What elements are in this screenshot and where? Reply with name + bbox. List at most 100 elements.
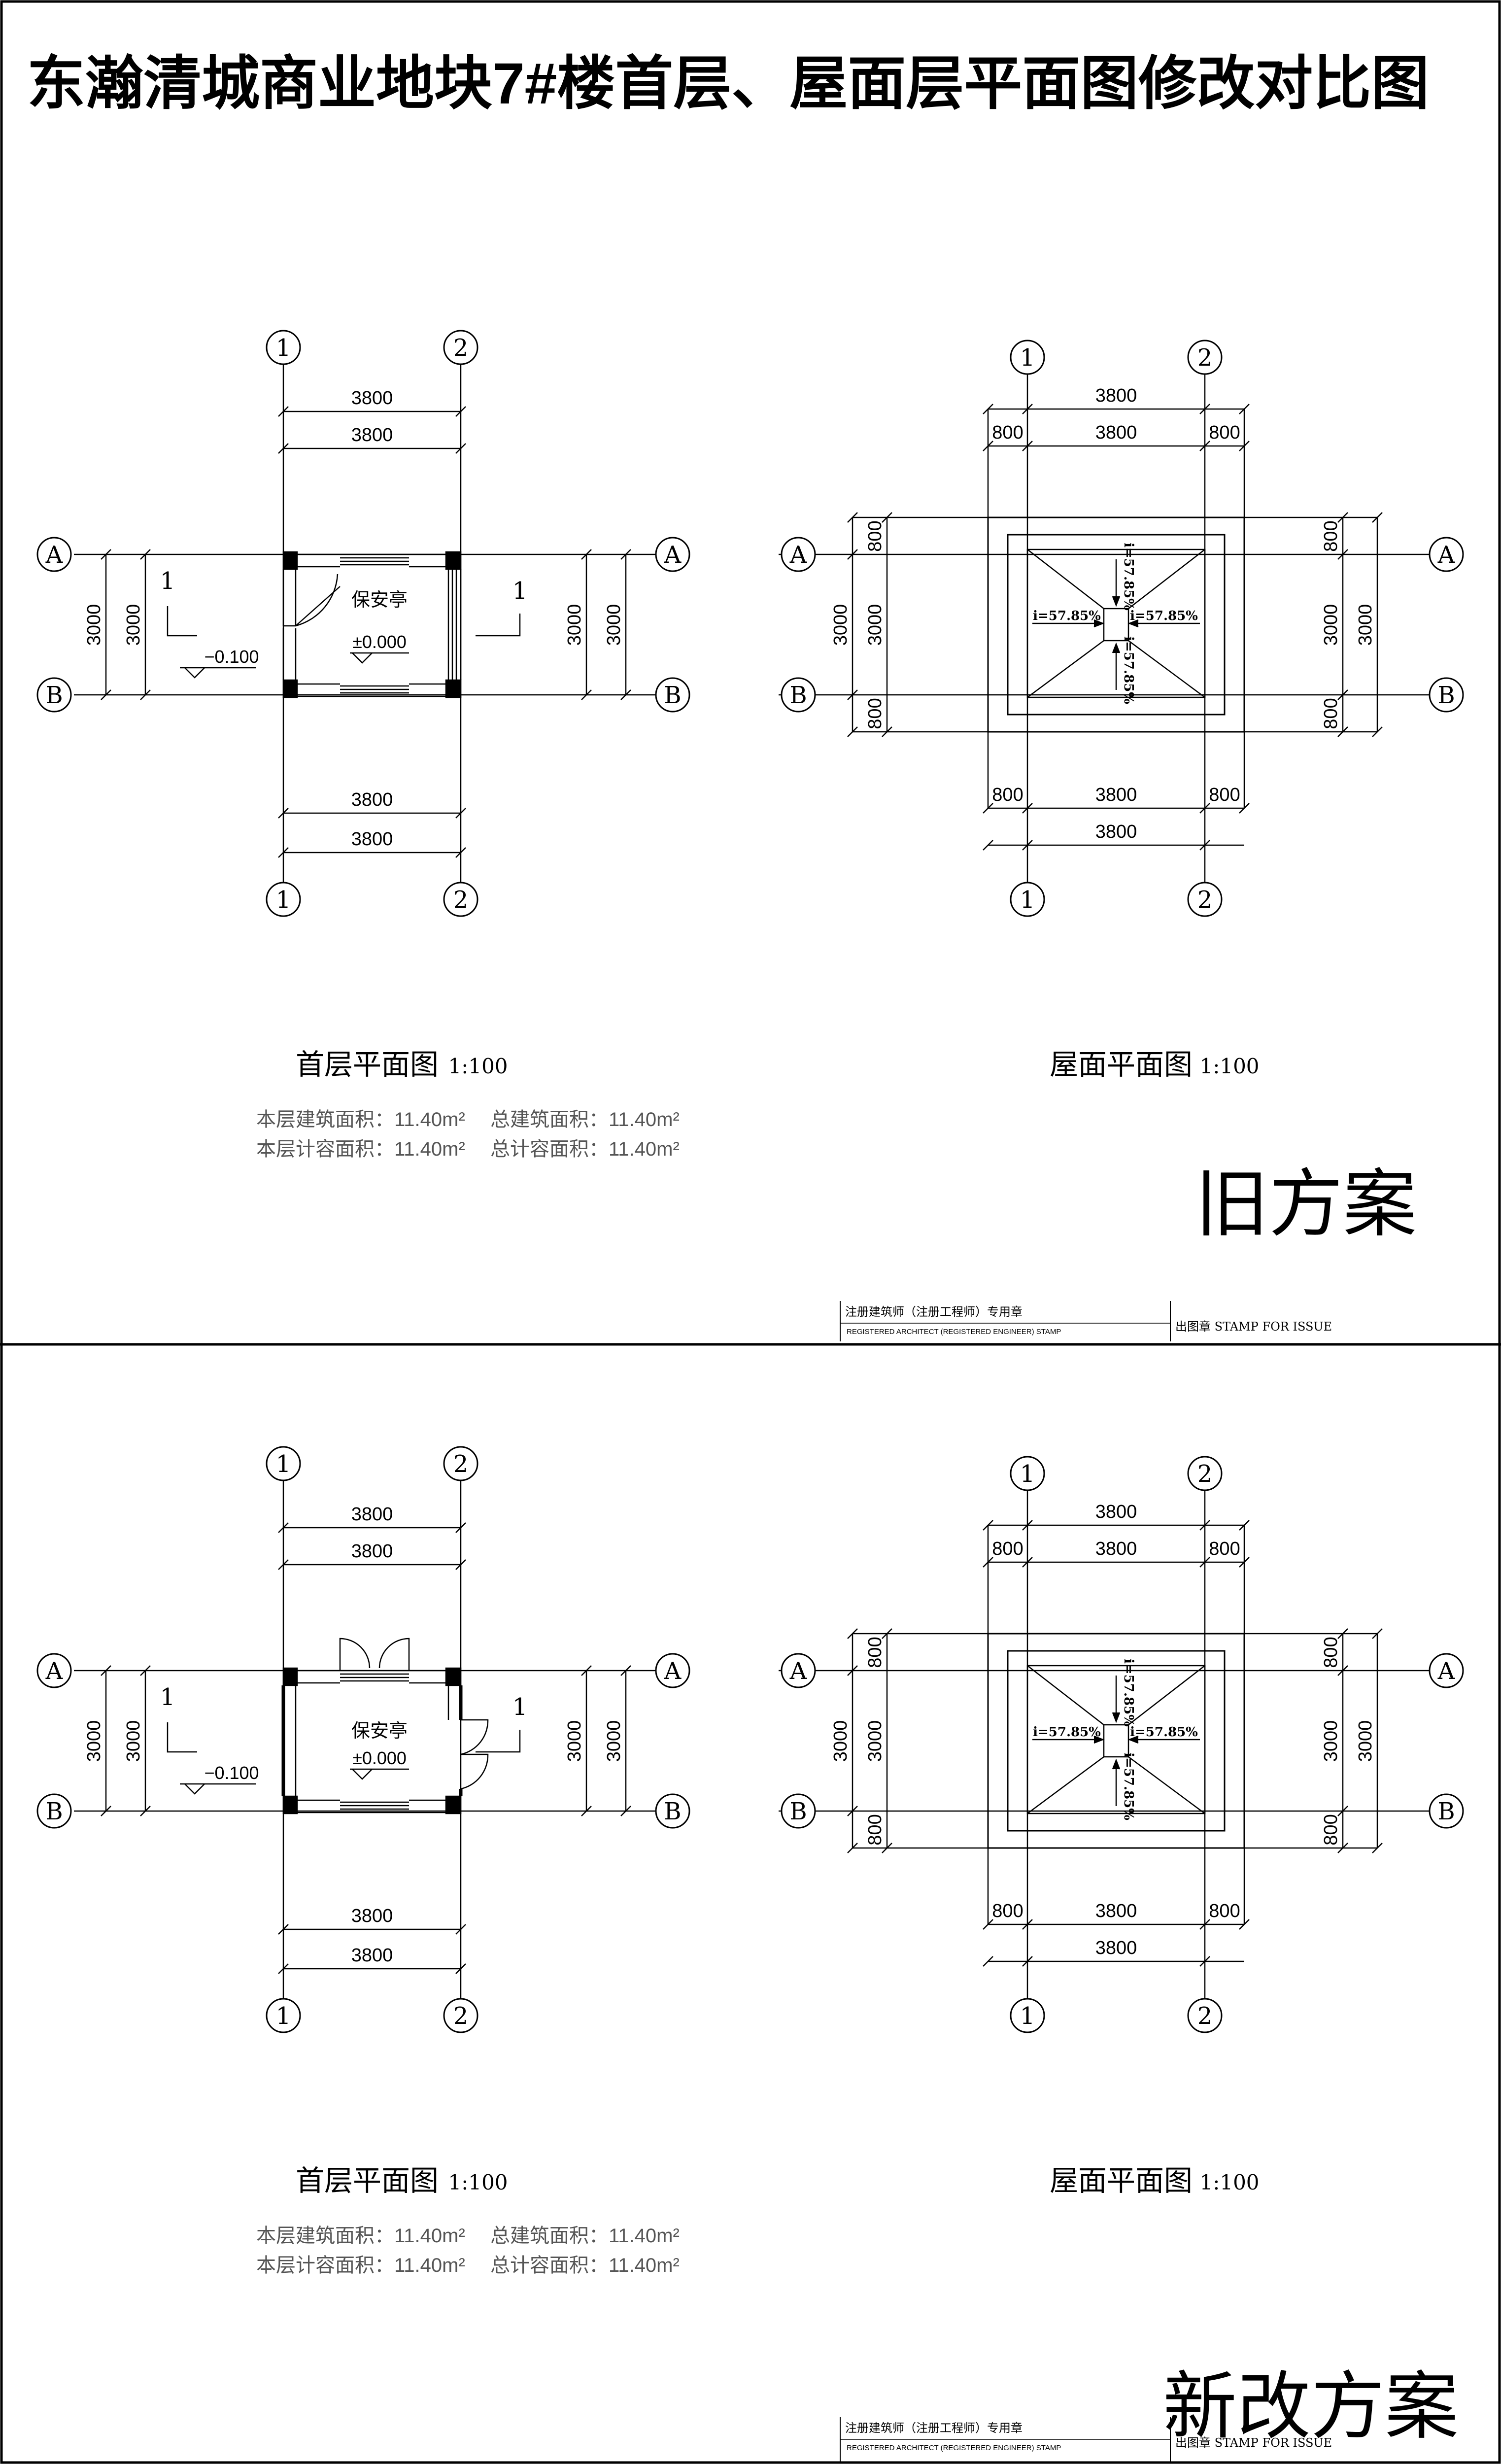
old-roof-dim-bottom-right: 800 xyxy=(1209,785,1240,805)
new-roof-dim-bottom-right: 800 xyxy=(1209,1901,1240,1921)
old-roof-axis-1-bottom-bubble xyxy=(1010,882,1045,917)
old-roof-axis-2-bottom: 2 xyxy=(1197,886,1213,914)
old-ground-axis-a-right: A xyxy=(664,541,682,569)
old-roof-axis-a-left-bubble xyxy=(781,537,816,572)
old-ground-dim-right-2: 3000 xyxy=(604,604,624,646)
old-far-floor: 本层计容面积：11.40m² xyxy=(256,1138,465,1160)
old-roof-dim-top-2: 3800 xyxy=(1095,422,1137,443)
new-roof-dim-left-2: 3000 xyxy=(865,1720,886,1762)
old-ground-axis-a-left: A xyxy=(45,541,64,569)
old-ground-axis-a-right-bubble xyxy=(655,537,690,572)
new-roof-axis-2-bottom-bubble xyxy=(1187,1998,1223,2033)
new-roof-dim-top-right: 800 xyxy=(1209,1539,1240,1559)
old-ground-axis-b-right-bubble xyxy=(655,677,690,713)
old-ground-dim-right-1: 3000 xyxy=(564,604,585,646)
old-slope-right: i=57.85% xyxy=(1130,609,1198,623)
new-stamp-architect-en: REGISTERED ARCHITECT (REGISTERED ENGINEE… xyxy=(847,2444,1061,2452)
old-roof-plan-title: 屋面平面图 xyxy=(1050,1048,1193,1081)
new-section-mark-right: 1 xyxy=(512,1693,528,1721)
old-ground-axis-2-top: 2 xyxy=(453,334,469,362)
old-area-floor: 本层建筑面积：11.40m² xyxy=(256,1109,465,1130)
new-ground-dim-top-1: 3800 xyxy=(351,1504,393,1525)
old-roof-dim-left-2: 3000 xyxy=(865,604,886,646)
new-area-total: 总建筑面积：11.40m² xyxy=(490,2225,680,2247)
new-slope-bottom: i=57.85% xyxy=(1121,1752,1136,1820)
new-ground-dim-top-2: 3800 xyxy=(351,1541,393,1562)
new-ground-axis-1-bottom: 1 xyxy=(276,2002,291,2030)
old-roof-axis-b-left: B xyxy=(789,682,807,709)
new-ground-axis-b-right-bubble xyxy=(655,1793,690,1829)
new-scheme xyxy=(73,1477,1455,2021)
old-scheme xyxy=(73,361,1455,905)
new-roof-dim-top-2: 3800 xyxy=(1095,1539,1137,1559)
old-ground-dim-left-1: 3000 xyxy=(84,604,104,646)
old-roof-dim-bottom-1: 3800 xyxy=(1095,785,1137,805)
new-ground-axis-2-top-bubble xyxy=(443,1446,478,1481)
old-ground-axis-2-bottom-bubble xyxy=(443,882,478,917)
new-roof-axis-2-bottom: 2 xyxy=(1197,2002,1213,2030)
new-far-total: 总计容面积：11.40m² xyxy=(490,2255,680,2276)
new-ground-axis-b-right: B xyxy=(664,1798,681,1825)
new-ground-axis-a-left: A xyxy=(45,1657,64,1685)
new-ground-dim-right-2: 3000 xyxy=(604,1720,624,1762)
old-ground-axis-1-top: 1 xyxy=(276,334,291,362)
new-ground-axis-a-right-bubble xyxy=(655,1653,690,1688)
new-roof-dim-left-1: 3000 xyxy=(830,1720,851,1762)
new-roof-axis-2-top-bubble xyxy=(1187,1456,1223,1491)
old-ground-plan-title: 首层平面图 xyxy=(296,1048,439,1081)
old-roof-axis-2-top: 2 xyxy=(1197,344,1213,372)
old-stamp-architect-cn: 注册建筑师（注册工程师）专用章 xyxy=(845,1305,1023,1319)
new-roof-dim-right-bottom: 800 xyxy=(1321,1814,1341,1845)
new-roof-dim-right-1: 3000 xyxy=(1321,1720,1341,1762)
old-ground-dim-top-1: 3800 xyxy=(351,388,393,409)
new-roof-dim-top-left: 800 xyxy=(992,1539,1023,1559)
new-roof-axis-b-left-bubble xyxy=(781,1793,816,1829)
new-stamp-architect-cn: 注册建筑师（注册工程师）专用章 xyxy=(845,2421,1023,2435)
old-roof-axis-b-left-bubble xyxy=(781,677,816,713)
old-roof-dim-right-top: 800 xyxy=(1321,520,1341,551)
old-outside-elevation: −0.100 xyxy=(204,647,259,667)
new-slope-left: i=57.85% xyxy=(1033,1725,1101,1740)
old-ground-floor-plan xyxy=(73,361,674,883)
new-roof-dim-bottom-left: 800 xyxy=(992,1901,1023,1921)
new-ground-dim-left-2: 3000 xyxy=(123,1720,144,1762)
old-roof-axis-a-left: A xyxy=(789,541,808,569)
old-roof-dim-top-left: 800 xyxy=(992,422,1023,443)
old-slope-top: i=57.85% xyxy=(1121,543,1136,611)
new-section-mark-left: 1 xyxy=(160,1683,175,1711)
new-roof-dim-left-bottom: 800 xyxy=(865,1814,886,1845)
old-ground-axis-b-left: B xyxy=(45,682,63,709)
new-roof-plan-scale: 1:100 xyxy=(1199,2170,1259,2194)
old-ground-axis-1-bottom: 1 xyxy=(276,886,291,914)
old-far-total: 总计容面积：11.40m² xyxy=(490,1138,680,1160)
new-ground-dim-left-1: 3000 xyxy=(84,1720,104,1762)
new-roof-axis-a-right-bubble xyxy=(1429,1653,1464,1688)
old-room-name: 保安亭 xyxy=(351,590,408,611)
new-roof-axis-1-bottom: 1 xyxy=(1020,2002,1035,2030)
new-roof-dim-right-2: 3000 xyxy=(1355,1720,1376,1762)
old-ground-axis-1-top-bubble xyxy=(266,330,301,365)
old-roof-dim-right-1: 3000 xyxy=(1321,604,1341,646)
old-ground-plan-scale: 1:100 xyxy=(448,1054,508,1078)
old-ground-axis-1-bottom-bubble xyxy=(266,882,301,917)
old-ground-dim-left-2: 3000 xyxy=(123,604,144,646)
new-ground-axis-a-left-bubble xyxy=(36,1653,72,1688)
new-roof-dim-left-top: 800 xyxy=(865,1637,886,1668)
new-ground-axis-2-bottom: 2 xyxy=(453,2002,469,2030)
old-ground-axis-a-left-bubble xyxy=(36,537,72,572)
new-far-floor: 本层计容面积：11.40m² xyxy=(256,2255,465,2276)
new-ground-axis-1-top-bubble xyxy=(266,1446,301,1481)
old-roof-axis-1-bottom: 1 xyxy=(1020,886,1035,914)
new-room-name: 保安亭 xyxy=(351,1721,408,1742)
old-area-total: 总建筑面积：11.40m² xyxy=(490,1109,680,1130)
new-roof-plan-title: 屋面平面图 xyxy=(1050,2164,1193,2197)
new-ground-axis-1-top: 1 xyxy=(276,1450,291,1478)
old-stamp-architect-en: REGISTERED ARCHITECT (REGISTERED ENGINEE… xyxy=(847,1328,1061,1336)
old-roof-dim-right-bottom: 800 xyxy=(1321,698,1341,729)
sheet-title: 东瀚清城商业地块7#楼首层、屋面层平面图修改对比图 xyxy=(27,51,1429,116)
old-slope-left: i=57.85% xyxy=(1033,609,1101,623)
new-ground-axis-2-bottom-bubble xyxy=(443,1998,478,2033)
new-area-floor: 本层建筑面积：11.40m² xyxy=(256,2225,465,2247)
